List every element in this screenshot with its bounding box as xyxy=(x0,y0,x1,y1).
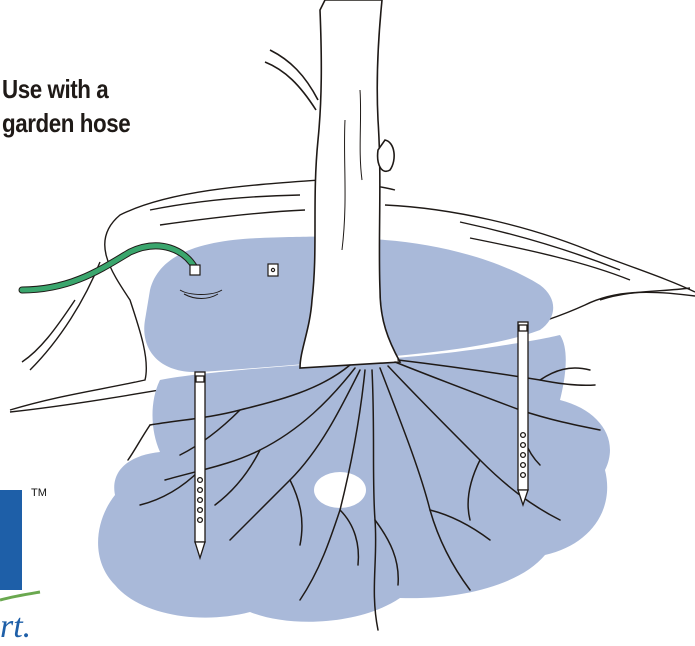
trademark-symbol: TM xyxy=(31,487,47,499)
caption-line-1: Use with a xyxy=(2,72,130,106)
caption-line-2: garden hose xyxy=(2,106,130,140)
brand-logo-fragment xyxy=(0,490,40,600)
caption: Use with a garden hose xyxy=(2,72,130,140)
marker-cup xyxy=(268,264,278,276)
moisture-stake-left xyxy=(195,372,205,558)
moisture-stake-right xyxy=(518,322,528,505)
logo-script-text: rt. xyxy=(0,608,31,646)
water-gap xyxy=(314,472,366,508)
